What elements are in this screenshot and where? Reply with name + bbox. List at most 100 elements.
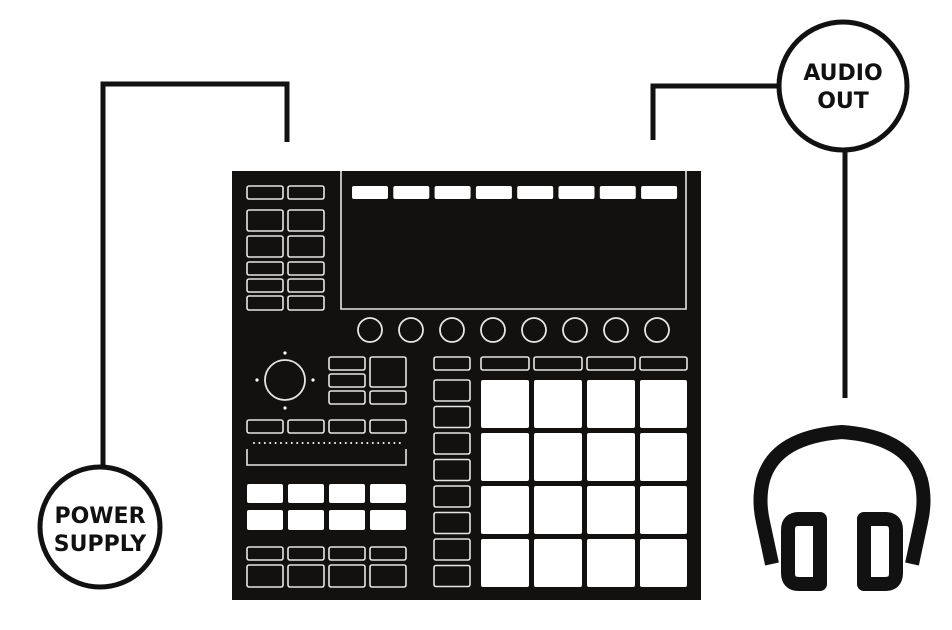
knob: [521, 317, 547, 343]
group-button: [433, 379, 471, 402]
display-button: [558, 186, 595, 199]
control-button: [287, 419, 325, 434]
control-button: [287, 278, 325, 293]
control-button: [328, 390, 366, 405]
control-button: [586, 356, 636, 371]
power-label-line1: POWER: [54, 504, 145, 529]
control-button: [328, 356, 366, 371]
control-button: [369, 419, 407, 434]
group-button: [433, 485, 471, 508]
control-button: [287, 546, 325, 561]
jog-wheel: [264, 359, 306, 401]
led-dot: [334, 442, 336, 444]
display-button: [517, 186, 554, 199]
touch-strip: [246, 449, 407, 466]
control-button: [287, 295, 325, 311]
audio-out-badge: AUDIO OUT: [776, 19, 910, 153]
jog-dot: [255, 378, 259, 382]
audio-cable-line: [650, 83, 778, 140]
led-dot: [296, 442, 299, 444]
pad: [587, 380, 635, 428]
led-dot: [344, 442, 347, 444]
led-dot: [328, 442, 331, 444]
transport-button: [370, 484, 406, 503]
groovebox-controller-icon: [232, 171, 701, 600]
knob: [357, 317, 383, 343]
control-button: [328, 564, 366, 588]
display-button: [434, 186, 471, 199]
control-button: [369, 546, 407, 561]
led-dot: [371, 442, 374, 444]
knob: [439, 317, 465, 343]
jog-dot: [283, 351, 287, 355]
knob: [480, 317, 506, 343]
control-button: [369, 356, 407, 388]
display-button: [352, 186, 388, 199]
control-button: [287, 261, 325, 276]
led-dot: [339, 442, 342, 444]
group-button: [433, 511, 471, 535]
led-dot: [285, 442, 288, 444]
control-button: [246, 261, 284, 276]
transport-button: [329, 510, 365, 530]
pad: [587, 539, 635, 587]
control-button: [246, 295, 284, 311]
led-dot: [290, 442, 293, 444]
control-button: [287, 185, 325, 200]
display-screen: [340, 171, 687, 310]
led-dot: [263, 442, 266, 444]
led-dot: [377, 442, 380, 444]
led-dot: [253, 442, 255, 444]
pad: [640, 433, 687, 481]
audio-label-line1: AUDIO: [803, 61, 882, 86]
group-button: [433, 564, 471, 588]
jog-dot: [283, 406, 287, 410]
control-button: [328, 373, 366, 388]
transport-button: [288, 510, 324, 530]
control-button: [246, 564, 284, 588]
control-button: [480, 356, 530, 371]
knob: [603, 317, 629, 343]
led-dot: [393, 442, 396, 444]
led-dot: [382, 442, 385, 444]
display-button: [641, 186, 678, 199]
jog-dot: [311, 378, 315, 382]
power-supply-badge: POWER SUPPLY: [37, 464, 163, 590]
led-dot: [323, 442, 326, 444]
transport-button: [329, 484, 365, 503]
control-button: [246, 546, 284, 561]
control-button: [246, 278, 284, 293]
control-button: [328, 546, 366, 561]
control-button: [287, 235, 325, 258]
control-button: [246, 209, 284, 232]
control-button: [287, 564, 325, 588]
pad: [534, 433, 582, 481]
group-button: [433, 405, 471, 429]
headphones-icon: [753, 424, 931, 591]
transport-button: [288, 484, 324, 503]
control-button: [533, 356, 583, 371]
led-dot: [280, 442, 282, 444]
led-dot: [274, 442, 277, 444]
knob: [644, 317, 670, 343]
knob: [398, 317, 424, 343]
control-button: [246, 419, 284, 434]
pad: [640, 380, 687, 428]
led-dot: [317, 442, 320, 444]
led-dot: [366, 442, 369, 444]
led-dot: [301, 442, 304, 444]
led-dot: [258, 442, 261, 444]
led-dot: [361, 442, 363, 444]
led-dot: [350, 442, 353, 444]
control-button: [639, 356, 688, 371]
control-button: [369, 390, 407, 405]
pad: [587, 433, 635, 481]
control-button: [246, 235, 284, 258]
pad: [481, 486, 529, 534]
pad: [587, 486, 635, 534]
led-dot: [355, 442, 358, 444]
transport-button: [370, 510, 406, 530]
pad: [481, 433, 529, 481]
power-cable-line: [100, 81, 290, 467]
display-button: [475, 186, 512, 199]
